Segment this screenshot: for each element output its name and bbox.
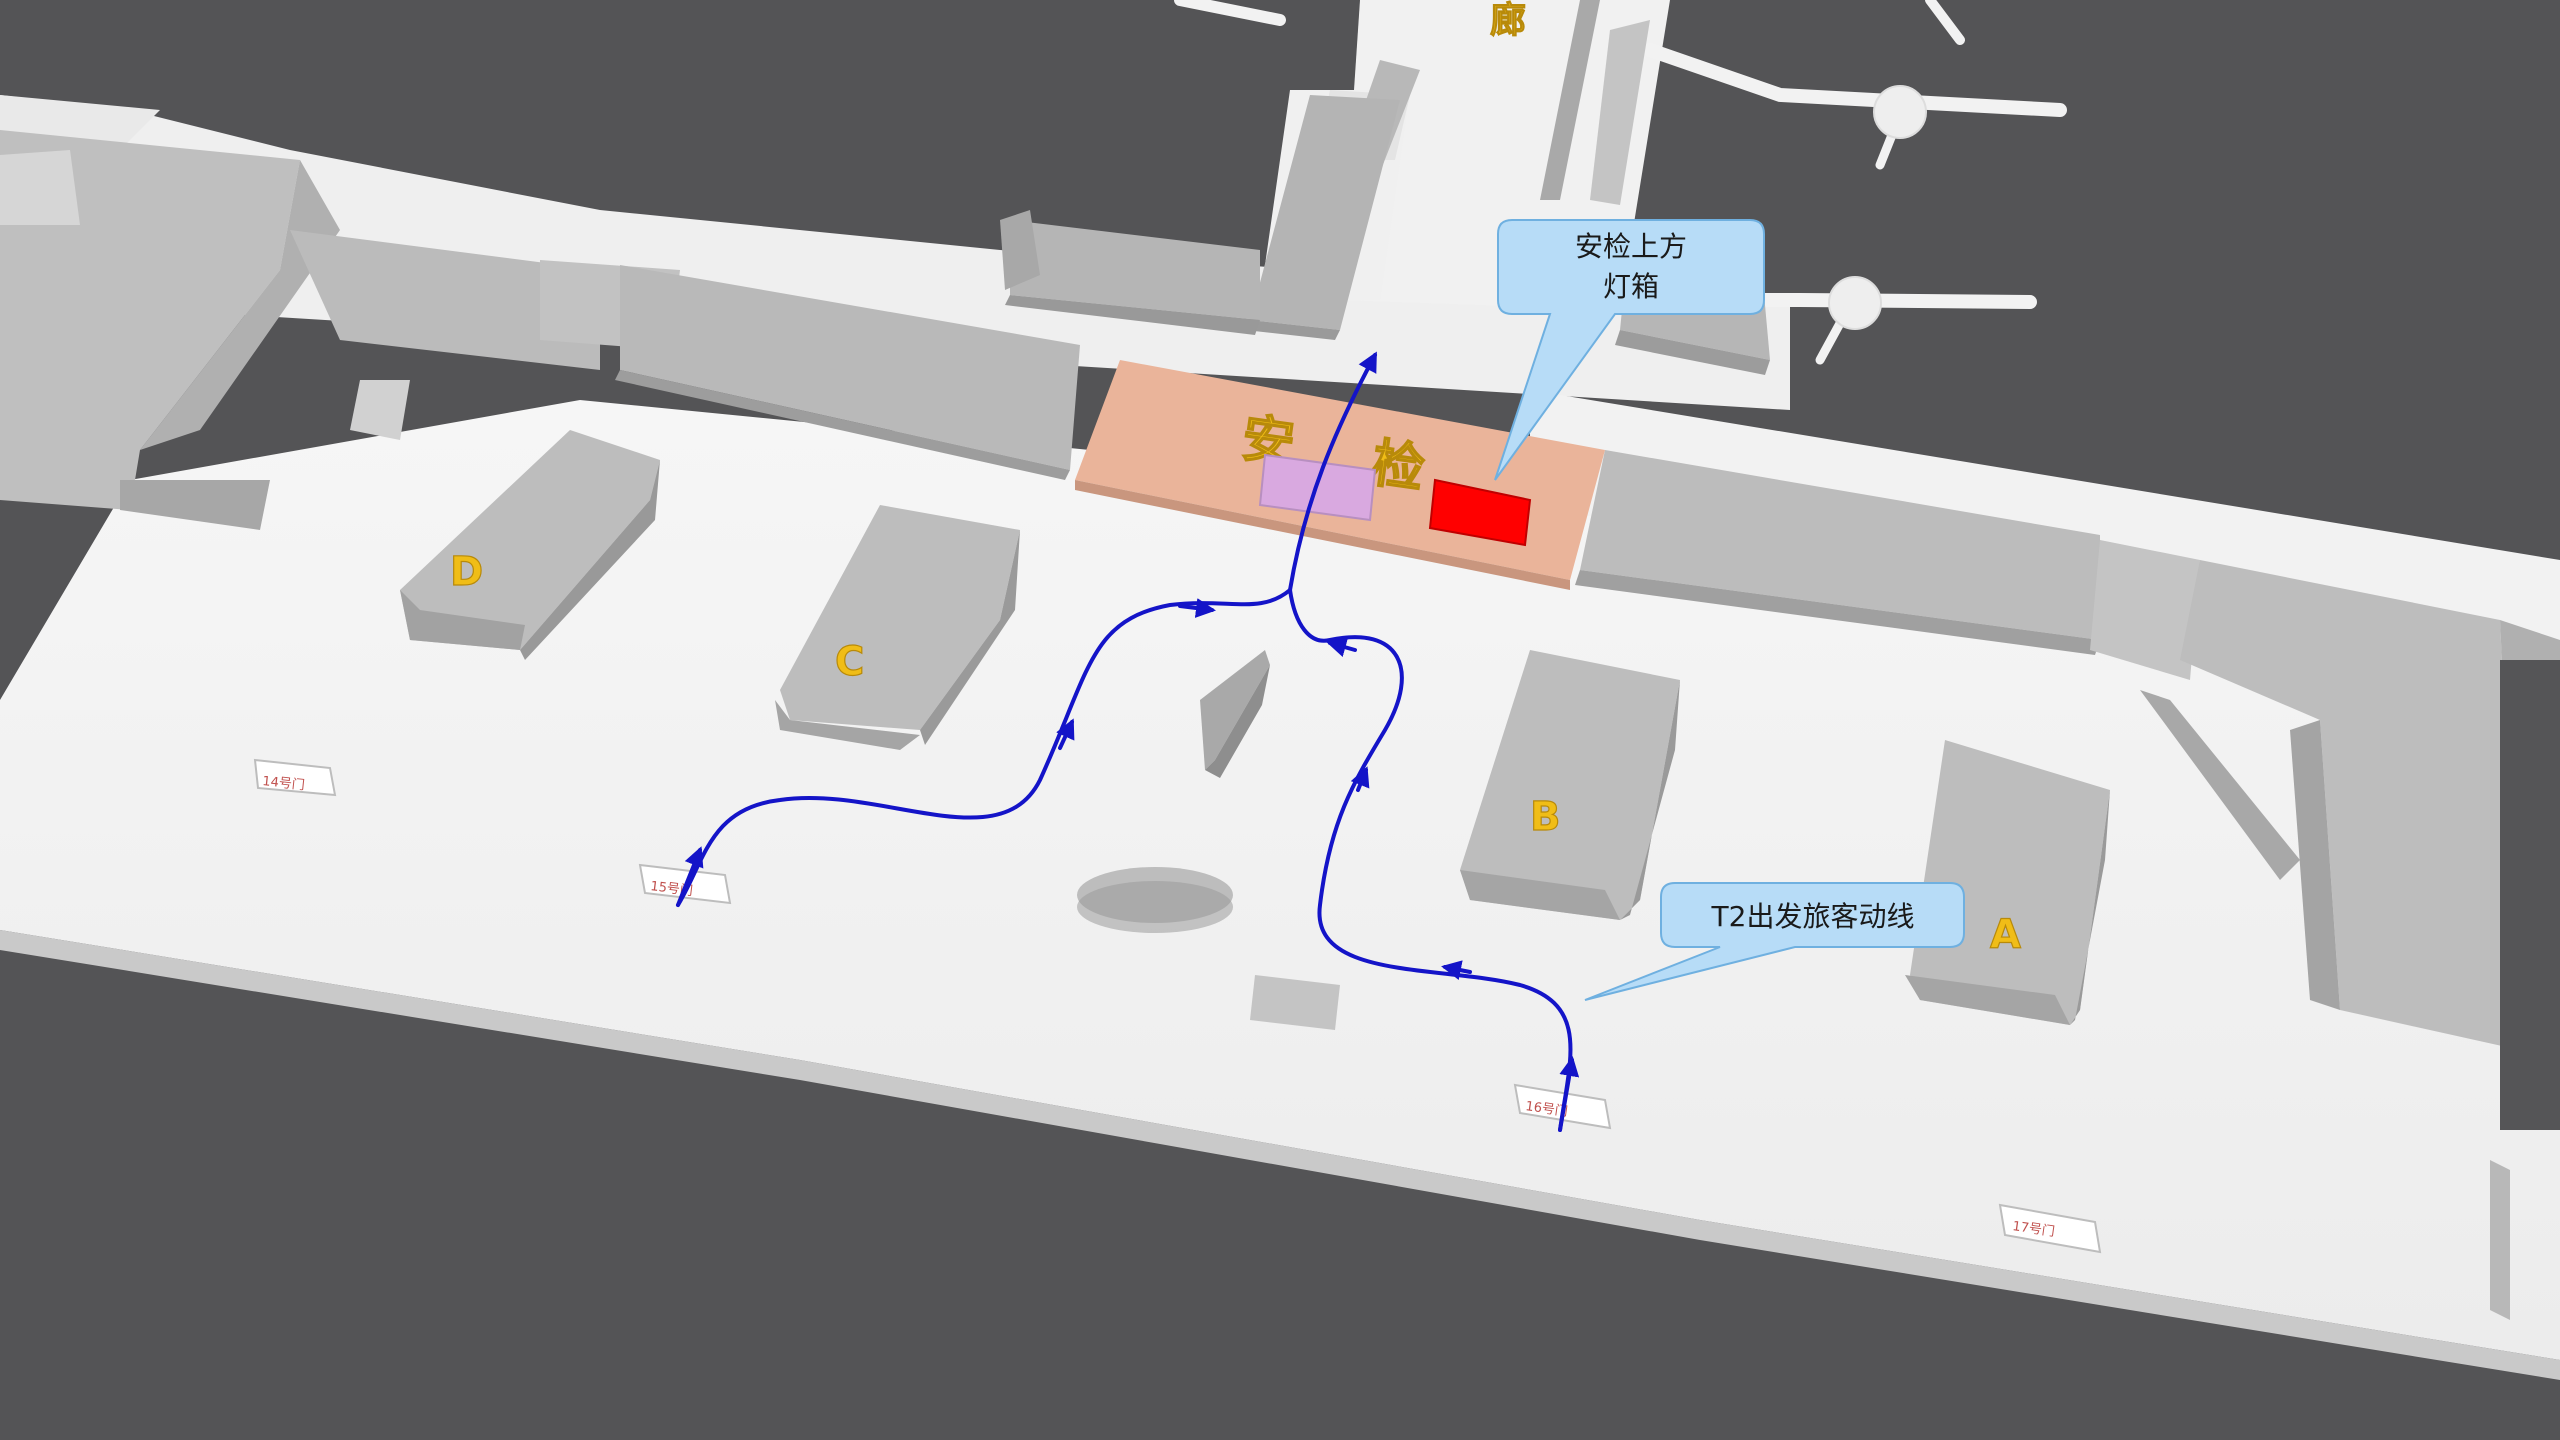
- flow-mid-arrow-right-3: [1326, 637, 1357, 657]
- entrance-14: 14号门: [253, 758, 337, 797]
- jet-bridges: [1174, 0, 2067, 365]
- floor-front-edge: [0, 930, 2560, 1380]
- lightbox-callout-line-1: 安检上方: [1575, 230, 1687, 263]
- lightbox-callout-line-2: 灯箱: [1603, 270, 1659, 303]
- counter-label-d: D: [450, 549, 483, 595]
- flow-start-arrow-right: [1558, 1056, 1580, 1132]
- checkin-counter-c: C: [775, 505, 1020, 750]
- entrance-label-16: 16号门: [1524, 1099, 1568, 1120]
- flow-path-right: [1288, 588, 1573, 1132]
- flow-callout-bubble: [1584, 882, 1965, 1001]
- security-label-char-2: 检: [1368, 433, 1428, 500]
- security-zone: 安 检: [1075, 360, 1605, 590]
- counter-label-a: A: [1990, 912, 2021, 958]
- flow-callout: T2出发旅客动线: [1584, 882, 1965, 1001]
- entrance-label-14: 14号门: [262, 774, 306, 793]
- checkin-counter-d: D: [400, 430, 660, 660]
- passenger-flow-route: [676, 351, 1580, 1132]
- lightbox-marker: [1428, 478, 1532, 547]
- departure-hall-floor: [0, 400, 2560, 1360]
- back-wall-right: [1575, 450, 2560, 1320]
- counter-label-c: C: [835, 639, 864, 685]
- counter-label-b: B: [1530, 794, 1561, 840]
- lightbox-callout-bubble: [1494, 219, 1765, 481]
- back-wall-left: [0, 130, 1080, 530]
- flow-callout-text: T2出发旅客动线: [1711, 900, 1915, 933]
- flow-mid-arrow-left-1: [1056, 718, 1075, 750]
- flow-path-left: [676, 588, 1292, 907]
- lightbox-callout: 安检上方 灯箱: [1494, 219, 1765, 481]
- hall-fixtures: [1077, 650, 1340, 1030]
- floor-panel: [1250, 975, 1340, 1030]
- flow-mid-arrow-right-1: [1441, 960, 1472, 980]
- flow-mid-arrow-right-2: [1350, 766, 1370, 792]
- entrance-17: 17号门: [1998, 1203, 2102, 1254]
- checkin-counter-a: A: [1905, 740, 2110, 1025]
- flow-path-exit: [1288, 351, 1377, 592]
- flow-start-arrow-left: [676, 846, 704, 907]
- corridor-label: 廊: [1490, 0, 1526, 41]
- checkin-counter-b: B: [1460, 650, 1680, 920]
- entrance-label-17: 17号门: [2011, 1219, 2055, 1240]
- flow-mid-arrow-left-2: [1178, 598, 1216, 618]
